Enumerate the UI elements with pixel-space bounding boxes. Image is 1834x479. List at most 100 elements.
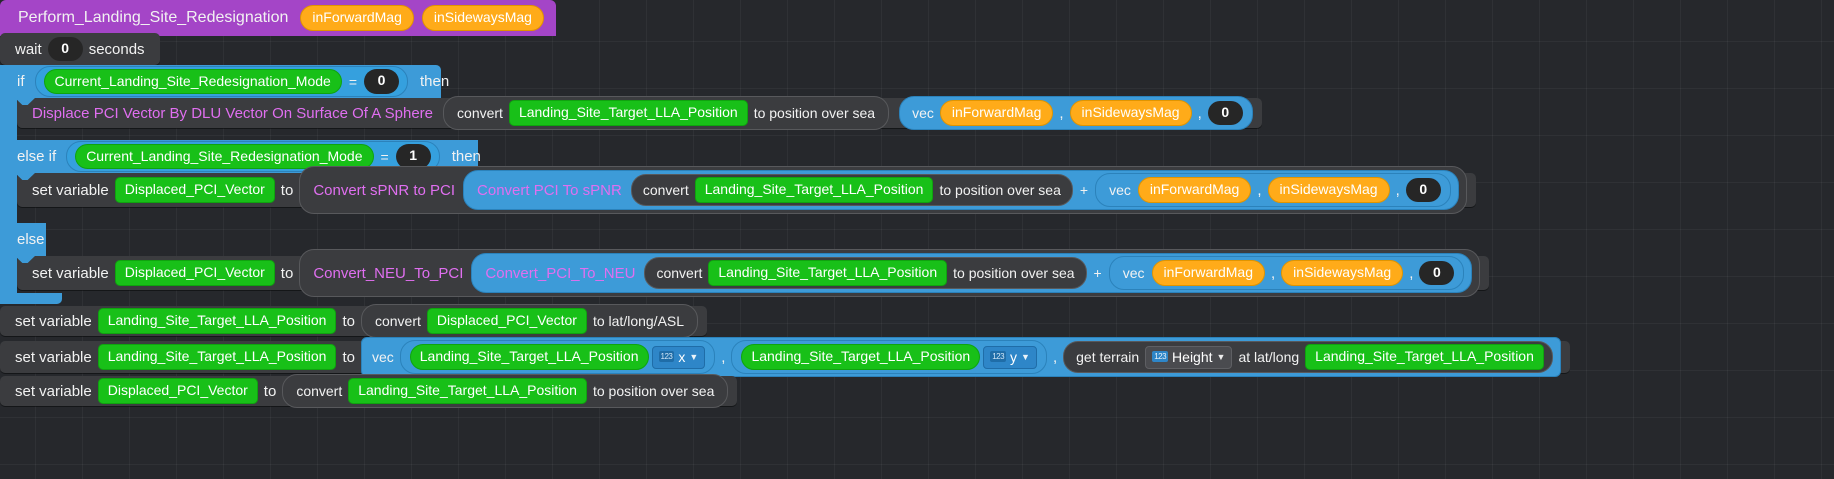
convert-to-latlong-asl-reporter[interactable]: convert Displaced_PCI_Vector to lat/long… — [360, 304, 699, 338]
convert-pci-to-spnr-reporter[interactable]: Convert PCI To sPNR convert Landing_Site… — [463, 170, 1459, 210]
convert-spnr-to-pci-reporter[interactable]: Convert sPNR to PCI Convert PCI To sPNR … — [299, 166, 1467, 214]
vec-comma-2-1: , — [1395, 181, 1400, 199]
wait-label: wait — [15, 40, 42, 58]
vec-comma-3: , — [721, 348, 726, 366]
else-if-condition-variable[interactable]: Current_Landing_Site_Redesignation_Mode — [75, 144, 374, 169]
convert-to-position-over-sea-reporter-3[interactable]: convert Landing_Site_Target_LLA_Position… — [282, 374, 729, 408]
else-body-row[interactable]: set variable Displaced_PCI_Vector to Con… — [17, 249, 1490, 297]
vec-component-x-field-value: x — [678, 348, 686, 365]
chevron-down-icon-2: ▼ — [1021, 351, 1030, 362]
else-if-body-row[interactable]: set variable Displaced_PCI_Vector to Con… — [17, 166, 1476, 214]
to-label-4: to — [342, 348, 355, 366]
displace-pci-vector-call-block[interactable]: Displace PCI Vector By DLU Vector On Sur… — [17, 96, 1262, 130]
else-if-condition-equals[interactable]: Current_Landing_Site_Redesignation_Mode … — [66, 141, 440, 172]
convert-position-reporter-1[interactable]: convert Landing_Site_Target_LLA_Position… — [630, 174, 1073, 206]
vec-comma-2: , — [1197, 104, 1202, 122]
else-keyword: else — [17, 231, 45, 248]
equals-operator: = — [348, 73, 357, 90]
vec-y-param[interactable]: inSidewaysMag — [1069, 100, 1192, 126]
convert-to-label-2: to position over sea — [953, 265, 1075, 281]
convert-to-position-over-sea-reporter[interactable]: convert Landing_Site_Target_LLA_Position… — [443, 96, 890, 130]
if-block-header[interactable]: if Current_Landing_Site_Redesignation_Mo… — [0, 65, 449, 98]
vec-component-x-field-dropdown[interactable]: 123 x ▼ — [651, 345, 706, 369]
convert-pci-to-neu-reporter[interactable]: Convert_PCI_To_NEU convert Landing_Site_… — [471, 253, 1473, 293]
convert-arg-variable-3[interactable]: Displaced_PCI_Vector — [426, 308, 587, 334]
set-displaced-pci-vector-block-2[interactable]: set variable Displaced_PCI_Vector to Con… — [17, 249, 1490, 297]
terrain-field-dropdown[interactable]: 123 Height ▼ — [1145, 345, 1233, 369]
vec-reporter-2[interactable]: vec inForwardMag , inSidewaysMag , 0 — [1108, 256, 1465, 290]
wait-block-body[interactable]: wait 0 seconds — [0, 33, 160, 65]
vec-reporter-1[interactable]: vec inForwardMag , inSidewaysMag , 0 — [1095, 173, 1451, 207]
vec-component-x[interactable]: Landing_Site_Target_LLA_Position 123 x ▼ — [399, 340, 716, 374]
vec-x-param[interactable]: inForwardMag — [939, 100, 1054, 126]
set-landing-site-lla-block[interactable]: set variable Landing_Site_Target_LLA_Pos… — [0, 304, 708, 338]
vec-component-y-variable[interactable]: Landing_Site_Target_LLA_Position — [741, 344, 981, 370]
if-condition-equals[interactable]: Current_Landing_Site_Redesignation_Mode … — [34, 66, 408, 97]
set-target-variable-4[interactable]: Landing_Site_Target_LLA_Position — [97, 344, 337, 370]
convert-arg-variable[interactable]: Landing_Site_Target_LLA_Position — [508, 100, 748, 126]
set-landing-site-lla-vec-block[interactable]: set variable Landing_Site_Target_LLA_Pos… — [0, 337, 1570, 377]
set-displaced-pci-vector-block-1[interactable]: set variable Displaced_PCI_Vector to Con… — [17, 166, 1476, 214]
number-type-icon: 123 — [658, 351, 675, 362]
set-target-variable-2[interactable]: Displaced_PCI_Vector — [114, 260, 275, 286]
vec-label-2: vec — [1122, 265, 1145, 281]
get-terrain-height-reporter[interactable]: get terrain 123 Height ▼ at lat/long Lan… — [1063, 341, 1553, 373]
set-landing-site-lla-row[interactable]: set variable Landing_Site_Target_LLA_Pos… — [0, 304, 708, 338]
vec-y-param-1[interactable]: inSidewaysMag — [1267, 177, 1390, 203]
hat-param-in-forward-mag[interactable]: inForwardMag — [300, 5, 414, 31]
convert-arg-variable-5[interactable]: Landing_Site_Target_LLA_Position — [348, 378, 587, 404]
set-variable-label-3: set variable — [15, 312, 92, 330]
vec-z-input-1[interactable]: 0 — [1405, 177, 1441, 203]
set-target-variable-3[interactable]: Landing_Site_Target_LLA_Position — [97, 308, 337, 334]
define-hat-block[interactable]: Perform_Landing_Site_Redesignation inFor… — [0, 0, 556, 36]
if-condition-variable[interactable]: Current_Landing_Site_Redesignation_Mode — [43, 69, 342, 94]
vec-x-param-1[interactable]: inForwardMag — [1137, 177, 1252, 203]
convert-arg-variable-1[interactable]: Landing_Site_Target_LLA_Position — [694, 177, 934, 203]
if-header-body[interactable]: if Current_Landing_Site_Redesignation_Mo… — [0, 65, 449, 98]
else-if-equals-operator: = — [380, 148, 389, 165]
procedure-name: Perform_Landing_Site_Redesignation — [18, 9, 289, 26]
vec-comma-1-1: , — [1257, 181, 1262, 199]
set-displaced-pci-vector-block-3[interactable]: set variable Displaced_PCI_Vector to con… — [0, 374, 738, 408]
convert-label-3: convert — [374, 313, 421, 329]
terrain-field-value: Height — [1172, 348, 1213, 365]
number-type-icon-2: 123 — [990, 351, 1007, 362]
else-header-body[interactable]: else — [0, 223, 46, 256]
vec-y-param-2[interactable]: inSidewaysMag — [1281, 260, 1404, 286]
number-type-icon-3: 123 — [1152, 351, 1169, 362]
convert-neu-to-pci-reporter[interactable]: Convert_NEU_To_PCI Convert_PCI_To_NEU co… — [299, 249, 1481, 297]
convert-label: convert — [457, 105, 503, 121]
vec-z-input-2[interactable]: 0 — [1419, 260, 1455, 286]
vec-component-y-field-dropdown[interactable]: 123 y ▼ — [983, 345, 1037, 369]
set-variable-label-1: set variable — [32, 181, 109, 199]
vec-comma-1: , — [1059, 104, 1064, 122]
vec-label-1: vec — [1109, 182, 1131, 198]
convert-position-reporter-2[interactable]: convert Landing_Site_Target_LLA_Position… — [644, 257, 1087, 289]
vec-reporter-3[interactable]: vec Landing_Site_Target_LLA_Position 123… — [360, 337, 1561, 377]
if-keyword: if — [17, 73, 25, 90]
vec-component-x-variable[interactable]: Landing_Site_Target_LLA_Position — [409, 344, 649, 370]
set-landing-site-lla-vec-row[interactable]: set variable Landing_Site_Target_LLA_Pos… — [0, 337, 1570, 377]
to-label-2: to — [280, 264, 294, 282]
convert-arg-variable-2[interactable]: Landing_Site_Target_LLA_Position — [708, 260, 948, 286]
if-body-row[interactable]: Displace PCI Vector By DLU Vector On Sur… — [17, 96, 1262, 130]
convert-to-label: to position over sea — [753, 105, 876, 121]
vec-x-param-2[interactable]: inForwardMag — [1151, 260, 1265, 286]
vec-reporter[interactable]: vec inForwardMag , inSidewaysMag , 0 — [899, 96, 1253, 130]
if-compare-value[interactable]: 0 — [364, 69, 399, 94]
set-target-variable-5[interactable]: Displaced_PCI_Vector — [97, 378, 258, 404]
wait-seconds-input[interactable]: 0 — [47, 36, 83, 62]
else-if-compare-value[interactable]: 1 — [395, 144, 431, 169]
hat-block-body[interactable]: Perform_Landing_Site_Redesignation inFor… — [0, 0, 556, 36]
set-target-variable-1[interactable]: Displaced_PCI_Vector — [114, 177, 275, 203]
else-if-block-header[interactable]: else if Current_Landing_Site_Redesignati… — [0, 140, 481, 173]
terrain-latlong-variable[interactable]: Landing_Site_Target_LLA_Position — [1305, 344, 1544, 370]
else-block-header[interactable]: else — [0, 223, 46, 256]
hat-param-in-sideways-mag[interactable]: inSidewaysMag — [421, 5, 544, 31]
vec-component-y[interactable]: Landing_Site_Target_LLA_Position 123 y ▼ — [731, 340, 1047, 374]
else-if-header-body[interactable]: else if Current_Landing_Site_Redesignati… — [0, 140, 481, 173]
wait-block[interactable]: wait 0 seconds — [0, 33, 160, 65]
vec-z-input[interactable]: 0 — [1207, 100, 1243, 126]
set-displaced-pci-vector-row[interactable]: set variable Displaced_PCI_Vector to con… — [0, 374, 738, 408]
